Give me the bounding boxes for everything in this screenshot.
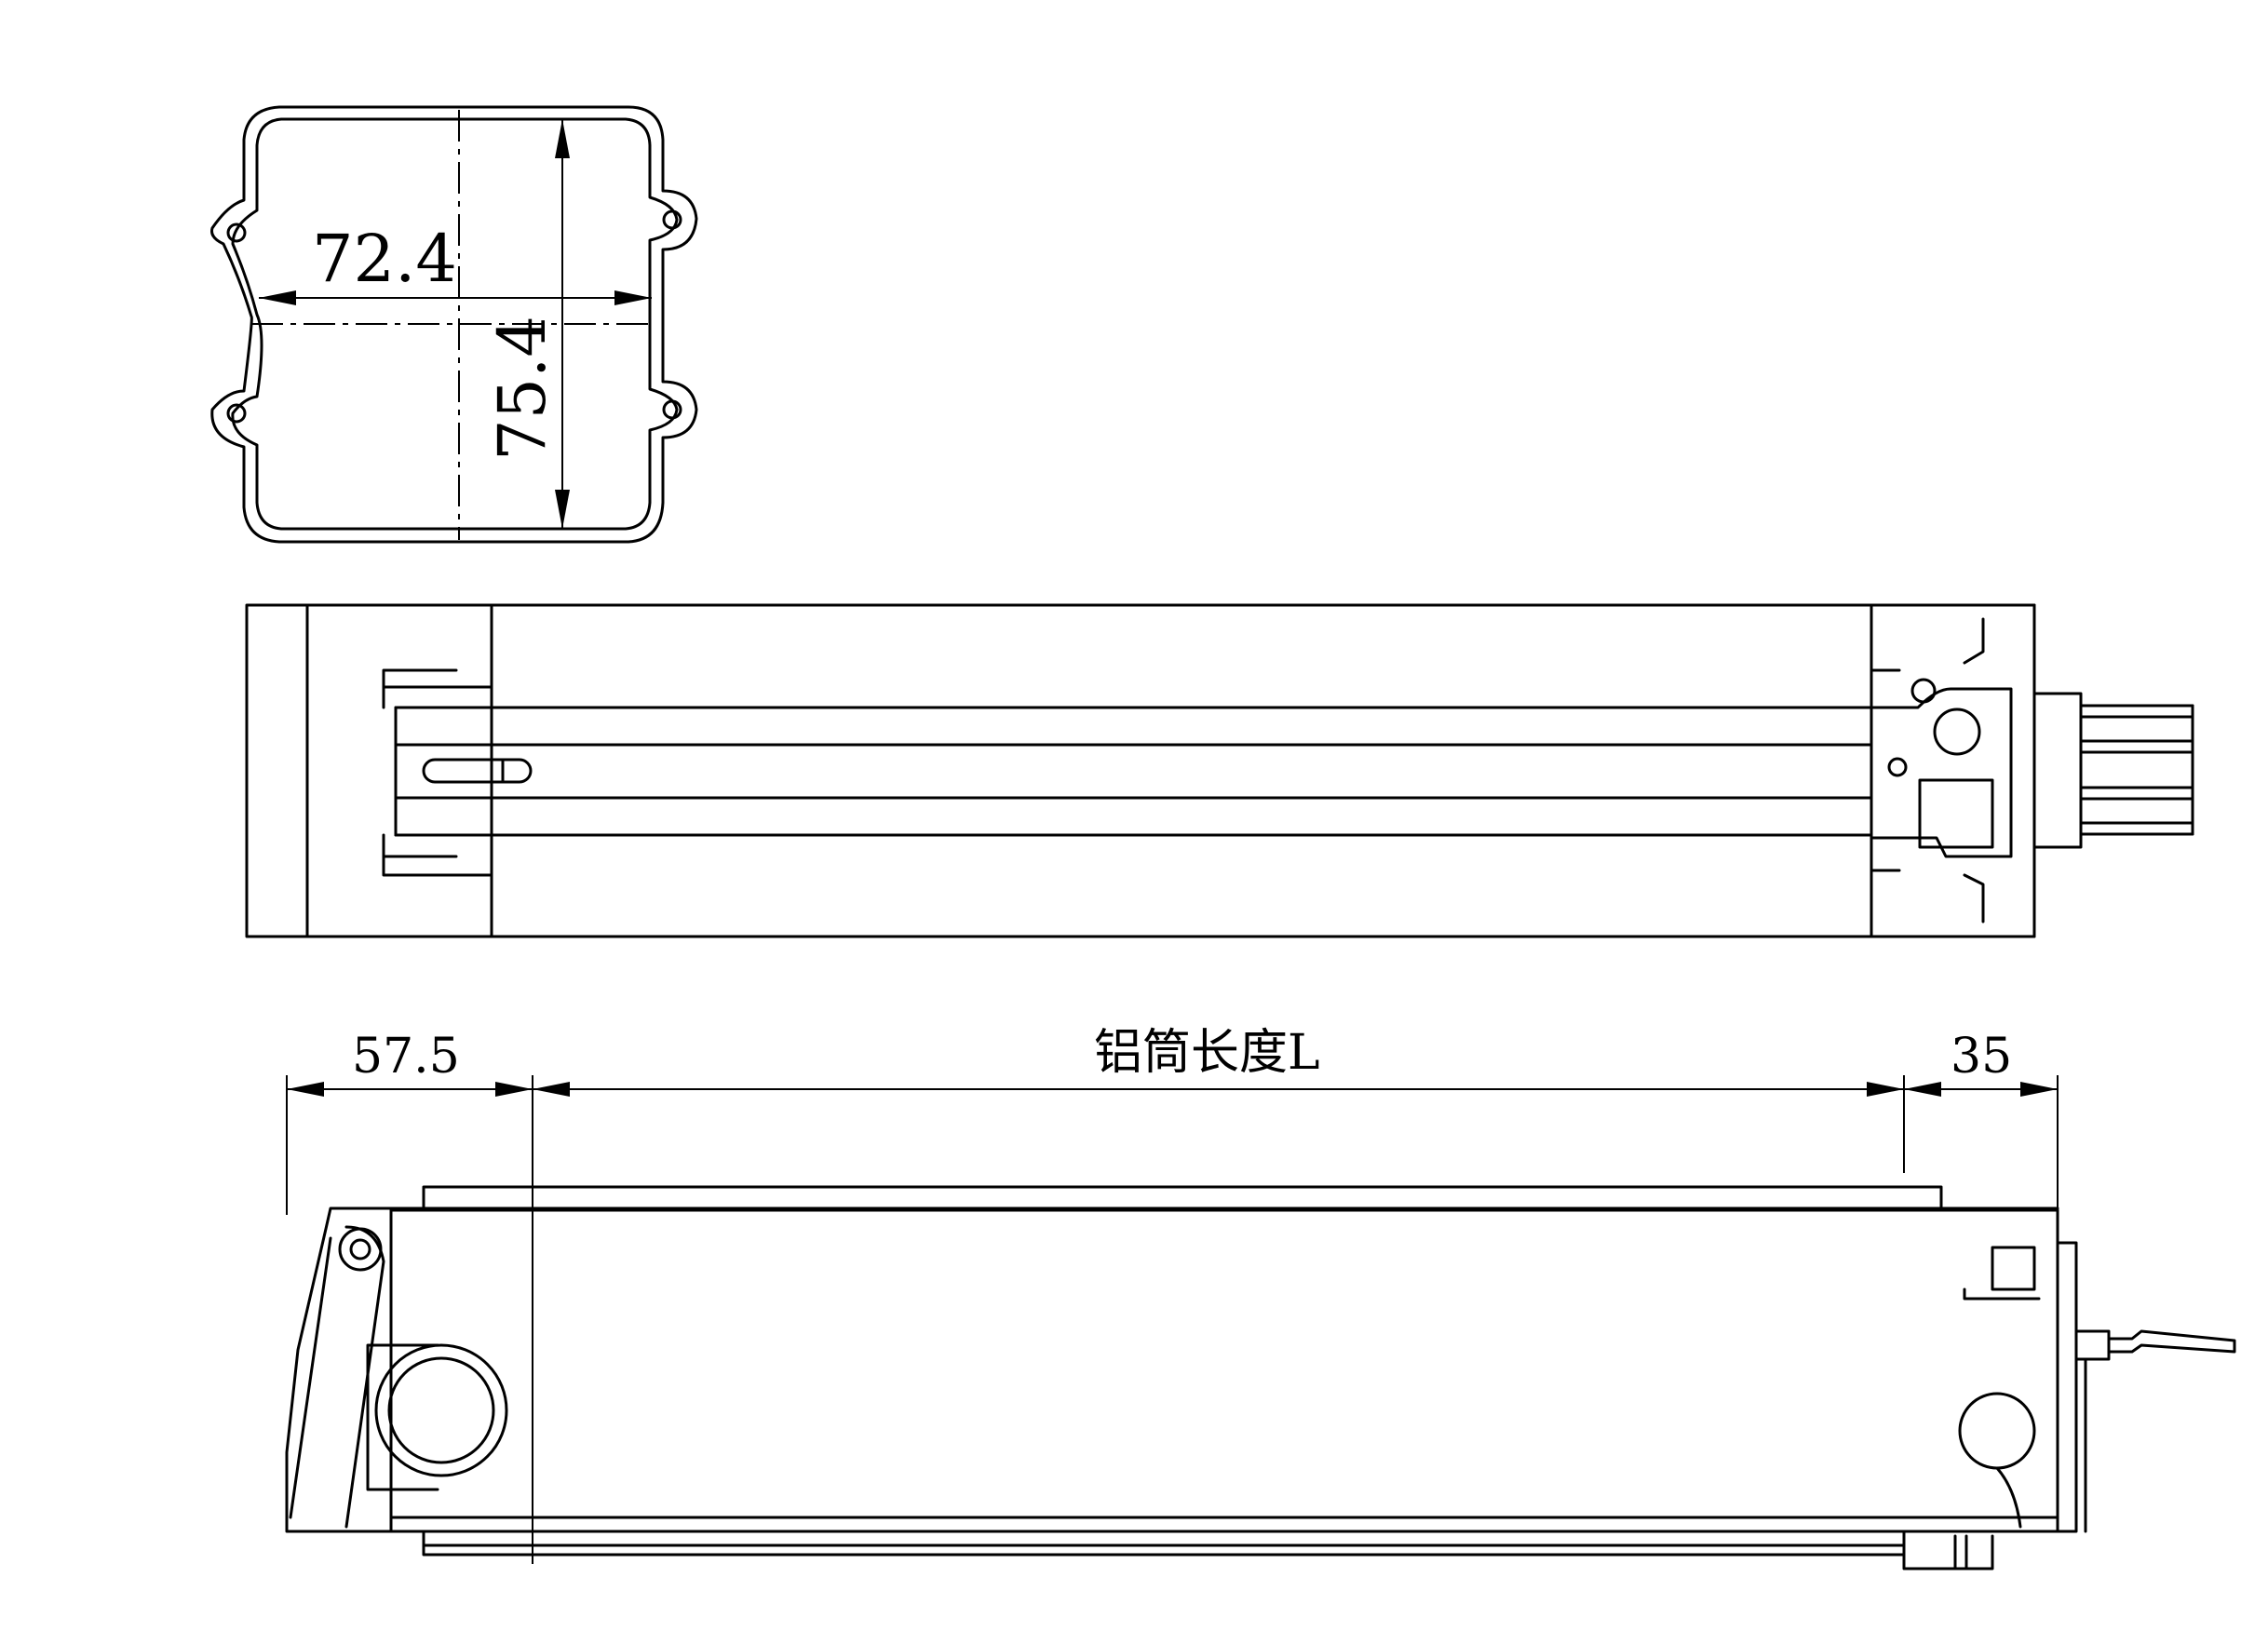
tube-length-dimension-label: 铝筒长度L (1094, 1025, 1320, 1081)
profile-inner-outline (231, 117, 679, 531)
lock-housing (366, 1343, 439, 1491)
right-cap-round-terminal (1958, 1392, 2036, 1470)
right-cap-terminal-lead (1995, 1466, 2022, 1529)
profile-outer-outline (210, 105, 698, 544)
left-dim-arrow-a (287, 1082, 324, 1097)
right-cap-foot (1902, 1534, 1994, 1570)
right-cap-detail (1870, 617, 1985, 923)
width-dimension-label: 72.4 (312, 221, 457, 297)
cable-connector (2074, 1329, 2111, 1361)
handle-pivot-inner (349, 1238, 371, 1260)
left-handle-arm (289, 1225, 385, 1529)
left-latch-top (382, 668, 493, 709)
connector-round-terminal (1933, 708, 1981, 756)
top-view (245, 603, 2194, 938)
connector-square-terminal (1918, 778, 1994, 849)
slot-hole-right-bottom (662, 399, 682, 420)
left-latch-bottom (382, 833, 493, 877)
width-arrow-right (614, 290, 652, 305)
height-arrow-top (555, 119, 570, 158)
slot-hole-right-top (662, 209, 682, 230)
left-dimension-label: 57.5 (352, 1029, 460, 1085)
tube-body (389, 1208, 2059, 1533)
right-cap-square-marker (1991, 1246, 2036, 1291)
tube-top-lid (422, 1185, 1943, 1212)
tube-dim-arrow-b (1867, 1082, 1904, 1097)
right-dim-arrow-a (1904, 1082, 1941, 1097)
connector-small-hole (1887, 757, 1908, 777)
slot-hole-left-bottom (226, 403, 247, 424)
slot-hole-left-top (226, 222, 247, 243)
lock-cylinder-inner (387, 1356, 495, 1464)
left-cap-outline (285, 1206, 393, 1533)
height-arrow-bottom (555, 490, 570, 529)
right-dimension-label: 35 (1951, 1029, 2012, 1085)
width-arrow-left (259, 290, 296, 305)
cable-wire (2107, 1329, 2236, 1354)
connector-pivot (1910, 678, 1937, 704)
side-view: 57.5 铝筒长度L 35 (285, 1025, 2236, 1570)
left-dim-arrow-b (495, 1082, 533, 1097)
tube-bottom-lip (422, 1530, 1906, 1557)
height-dimension-label: 75.4 (484, 316, 560, 461)
connector-plate (1870, 687, 2013, 858)
lock-cylinder-outer (374, 1343, 508, 1477)
right-cap-outline (2056, 1241, 2078, 1533)
handle-pivot-outer (338, 1227, 383, 1272)
rail-slot (422, 758, 533, 784)
tube-dim-arrow-a (533, 1082, 570, 1097)
top-view-body (245, 603, 2036, 938)
right-dim-arrow-b (2020, 1082, 2058, 1097)
connector-housing (2032, 692, 2083, 849)
cross-section-view: 72.4 75.4 (210, 105, 698, 544)
right-cap-marker-base (1963, 1287, 2041, 1301)
